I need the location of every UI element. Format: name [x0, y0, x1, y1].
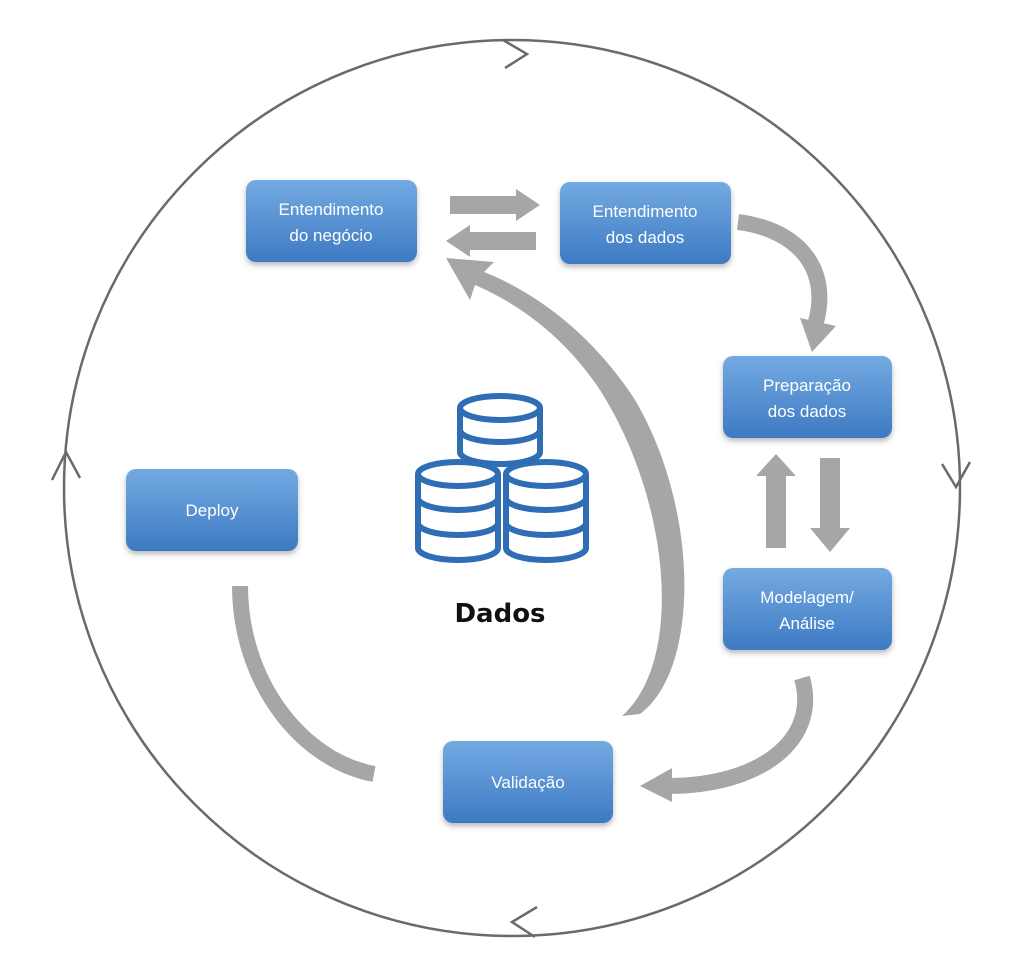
stage-modeling-line1: Modelagem/ — [760, 588, 854, 607]
database-stack-icon — [415, 393, 589, 563]
arrow-modeling-to-validation-icon — [640, 675, 814, 802]
outer-cycle-arrow-left-icon — [50, 449, 82, 481]
stage-data-preparation[interactable] — [723, 356, 892, 438]
stage-modeling[interactable] — [723, 568, 892, 650]
stage-data-preparation-line2: dos dados — [768, 402, 846, 421]
stage-business-understanding-line1: Entendimento — [279, 200, 384, 219]
outer-cycle-arrow-right-icon — [940, 461, 972, 490]
stage-deploy-label: Deploy — [186, 501, 239, 520]
arrow-business-to-data-icon — [450, 189, 540, 221]
stage-data-understanding-line2: dos dados — [606, 228, 684, 247]
stage-business-understanding-line2: do negócio — [289, 226, 372, 245]
stage-data-preparation-line1: Preparação — [763, 376, 851, 395]
stage-modeling-line2: Análise — [779, 614, 835, 633]
arrow-data-to-business-icon — [446, 225, 536, 257]
center-data-label: Dados — [454, 599, 545, 629]
arrow-preparation-to-modeling-icon — [810, 458, 850, 552]
arrow-validation-to-business-icon — [446, 258, 685, 716]
outer-cycle-arrow-top-icon — [502, 38, 530, 70]
stage-validation-label: Validação — [491, 773, 564, 792]
stage-data-understanding[interactable] — [560, 182, 731, 264]
stage-data-understanding-line1: Entendimento — [593, 202, 698, 221]
arrow-data-understanding-to-preparation-icon — [736, 214, 836, 352]
outer-cycle-circle — [62, 38, 962, 938]
outer-cycle-arrow-bottom-icon — [509, 905, 538, 939]
stage-deploy[interactable] — [126, 469, 298, 551]
arrow-modeling-to-preparation-icon — [756, 454, 796, 548]
arrow-deploy-to-validation-icon — [232, 585, 376, 782]
stage-business-understanding[interactable] — [246, 180, 417, 262]
stage-validation[interactable] — [443, 741, 613, 823]
